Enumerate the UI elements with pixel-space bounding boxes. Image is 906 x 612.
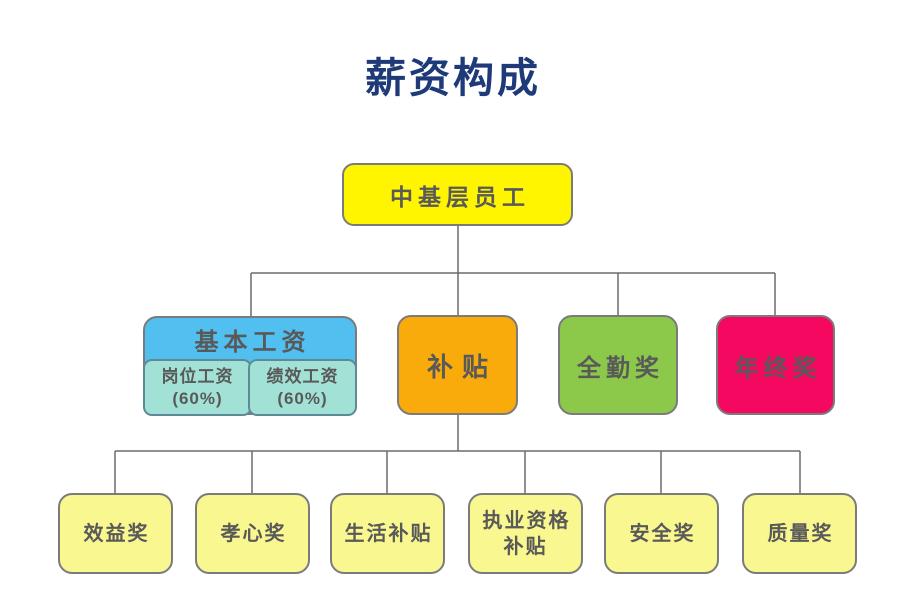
node-benefit-award-label: 效益奖 [83, 522, 150, 545]
node-filial-piety-award: 孝心奖 [195, 493, 310, 574]
node-quality-award-label: 质量奖 [767, 522, 834, 545]
node-filial-piety-award-label: 孝心奖 [220, 522, 287, 545]
node-quality-award: 质量奖 [742, 493, 857, 574]
node-root-label: 中基层员工 [390, 183, 530, 210]
node-subsidy-label: 补贴 [426, 351, 497, 382]
node-performance-wage: 绩效工资 (60%) [248, 359, 357, 416]
node-full-attendance-award: 全勤奖 [558, 315, 678, 415]
node-root-employees: 中基层员工 [342, 163, 573, 226]
node-full-attendance-label: 全勤奖 [577, 354, 664, 382]
node-living-subsidy-label: 生活补贴 [344, 522, 433, 545]
node-subsidy: 补贴 [397, 315, 518, 415]
node-performance-wage-label: 绩效工资 [266, 367, 339, 387]
node-safety-award: 安全奖 [604, 493, 719, 574]
node-basic-salary: 基本工资 岗位工资 (60%) 绩效工资 (60%) [143, 316, 357, 416]
node-year-end-award: 年终奖 [716, 315, 835, 415]
node-professional-qualification-subsidy-label: 执业资格补贴 [482, 509, 571, 558]
node-year-end-label: 年终奖 [734, 354, 822, 382]
node-safety-award-label: 安全奖 [629, 522, 696, 545]
node-post-wage-percent: (60%) [172, 388, 223, 408]
node-living-subsidy: 生活补贴 [330, 493, 445, 574]
node-post-wage: 岗位工资 (60%) [143, 359, 252, 416]
node-performance-wage-percent: (60%) [277, 388, 328, 408]
node-post-wage-label: 岗位工资 [161, 367, 234, 387]
page-title: 薪资构成 [365, 55, 541, 101]
node-benefit-award: 效益奖 [58, 493, 173, 574]
node-professional-qualification-subsidy: 执业资格补贴 [468, 493, 583, 574]
node-basic-salary-label: 基本工资 [194, 328, 311, 356]
